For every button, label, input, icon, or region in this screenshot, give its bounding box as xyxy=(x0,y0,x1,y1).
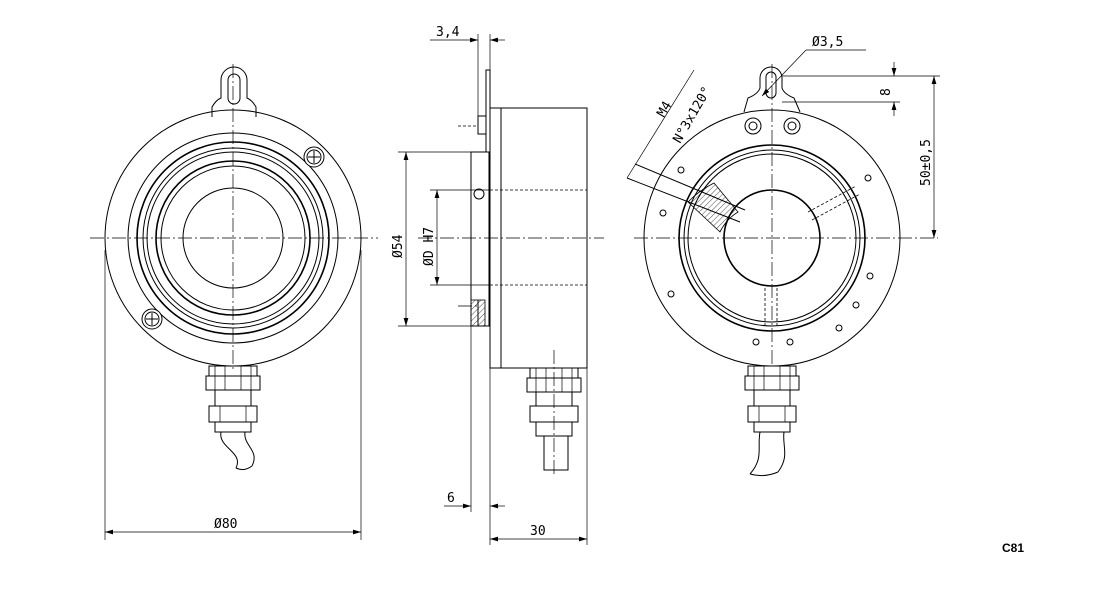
mount-hole-label: Ø3,5 xyxy=(812,35,843,50)
body-length-label: 30 xyxy=(530,524,546,539)
screw-top-right-icon xyxy=(303,146,325,168)
shaft-bore-label: ØD H7 xyxy=(422,227,437,266)
tab-screw-right-icon xyxy=(783,117,801,135)
flange-thickness-label: 3,4 xyxy=(436,25,460,40)
tab-screw-left-icon xyxy=(744,117,762,135)
side-cable-gland xyxy=(526,350,582,476)
side-view: 3,4 Ø54 ØD H7 6 30 xyxy=(391,25,604,545)
rear-view: Ø3,5 8 50±0,5 M4 N°3x120° xyxy=(626,35,940,477)
flange-offset-label: 6 xyxy=(447,491,455,506)
screw-thread-label: M4 xyxy=(654,99,675,120)
front-cable-gland xyxy=(205,365,261,471)
flange-holes xyxy=(659,166,874,346)
front-outer-diameter-label: Ø80 xyxy=(214,517,237,532)
rear-cable-gland xyxy=(744,365,800,477)
drawing-code: C81 xyxy=(1002,541,1024,555)
mount-radius-label: 50±0,5 xyxy=(919,139,934,186)
front-view: Ø80 xyxy=(90,64,378,540)
body-diameter-label: Ø54 xyxy=(391,234,406,258)
screw-pattern-label: N°3x120° xyxy=(670,84,714,146)
screw-bottom-left-icon xyxy=(141,308,163,330)
tab-height-label: 8 xyxy=(879,88,894,96)
